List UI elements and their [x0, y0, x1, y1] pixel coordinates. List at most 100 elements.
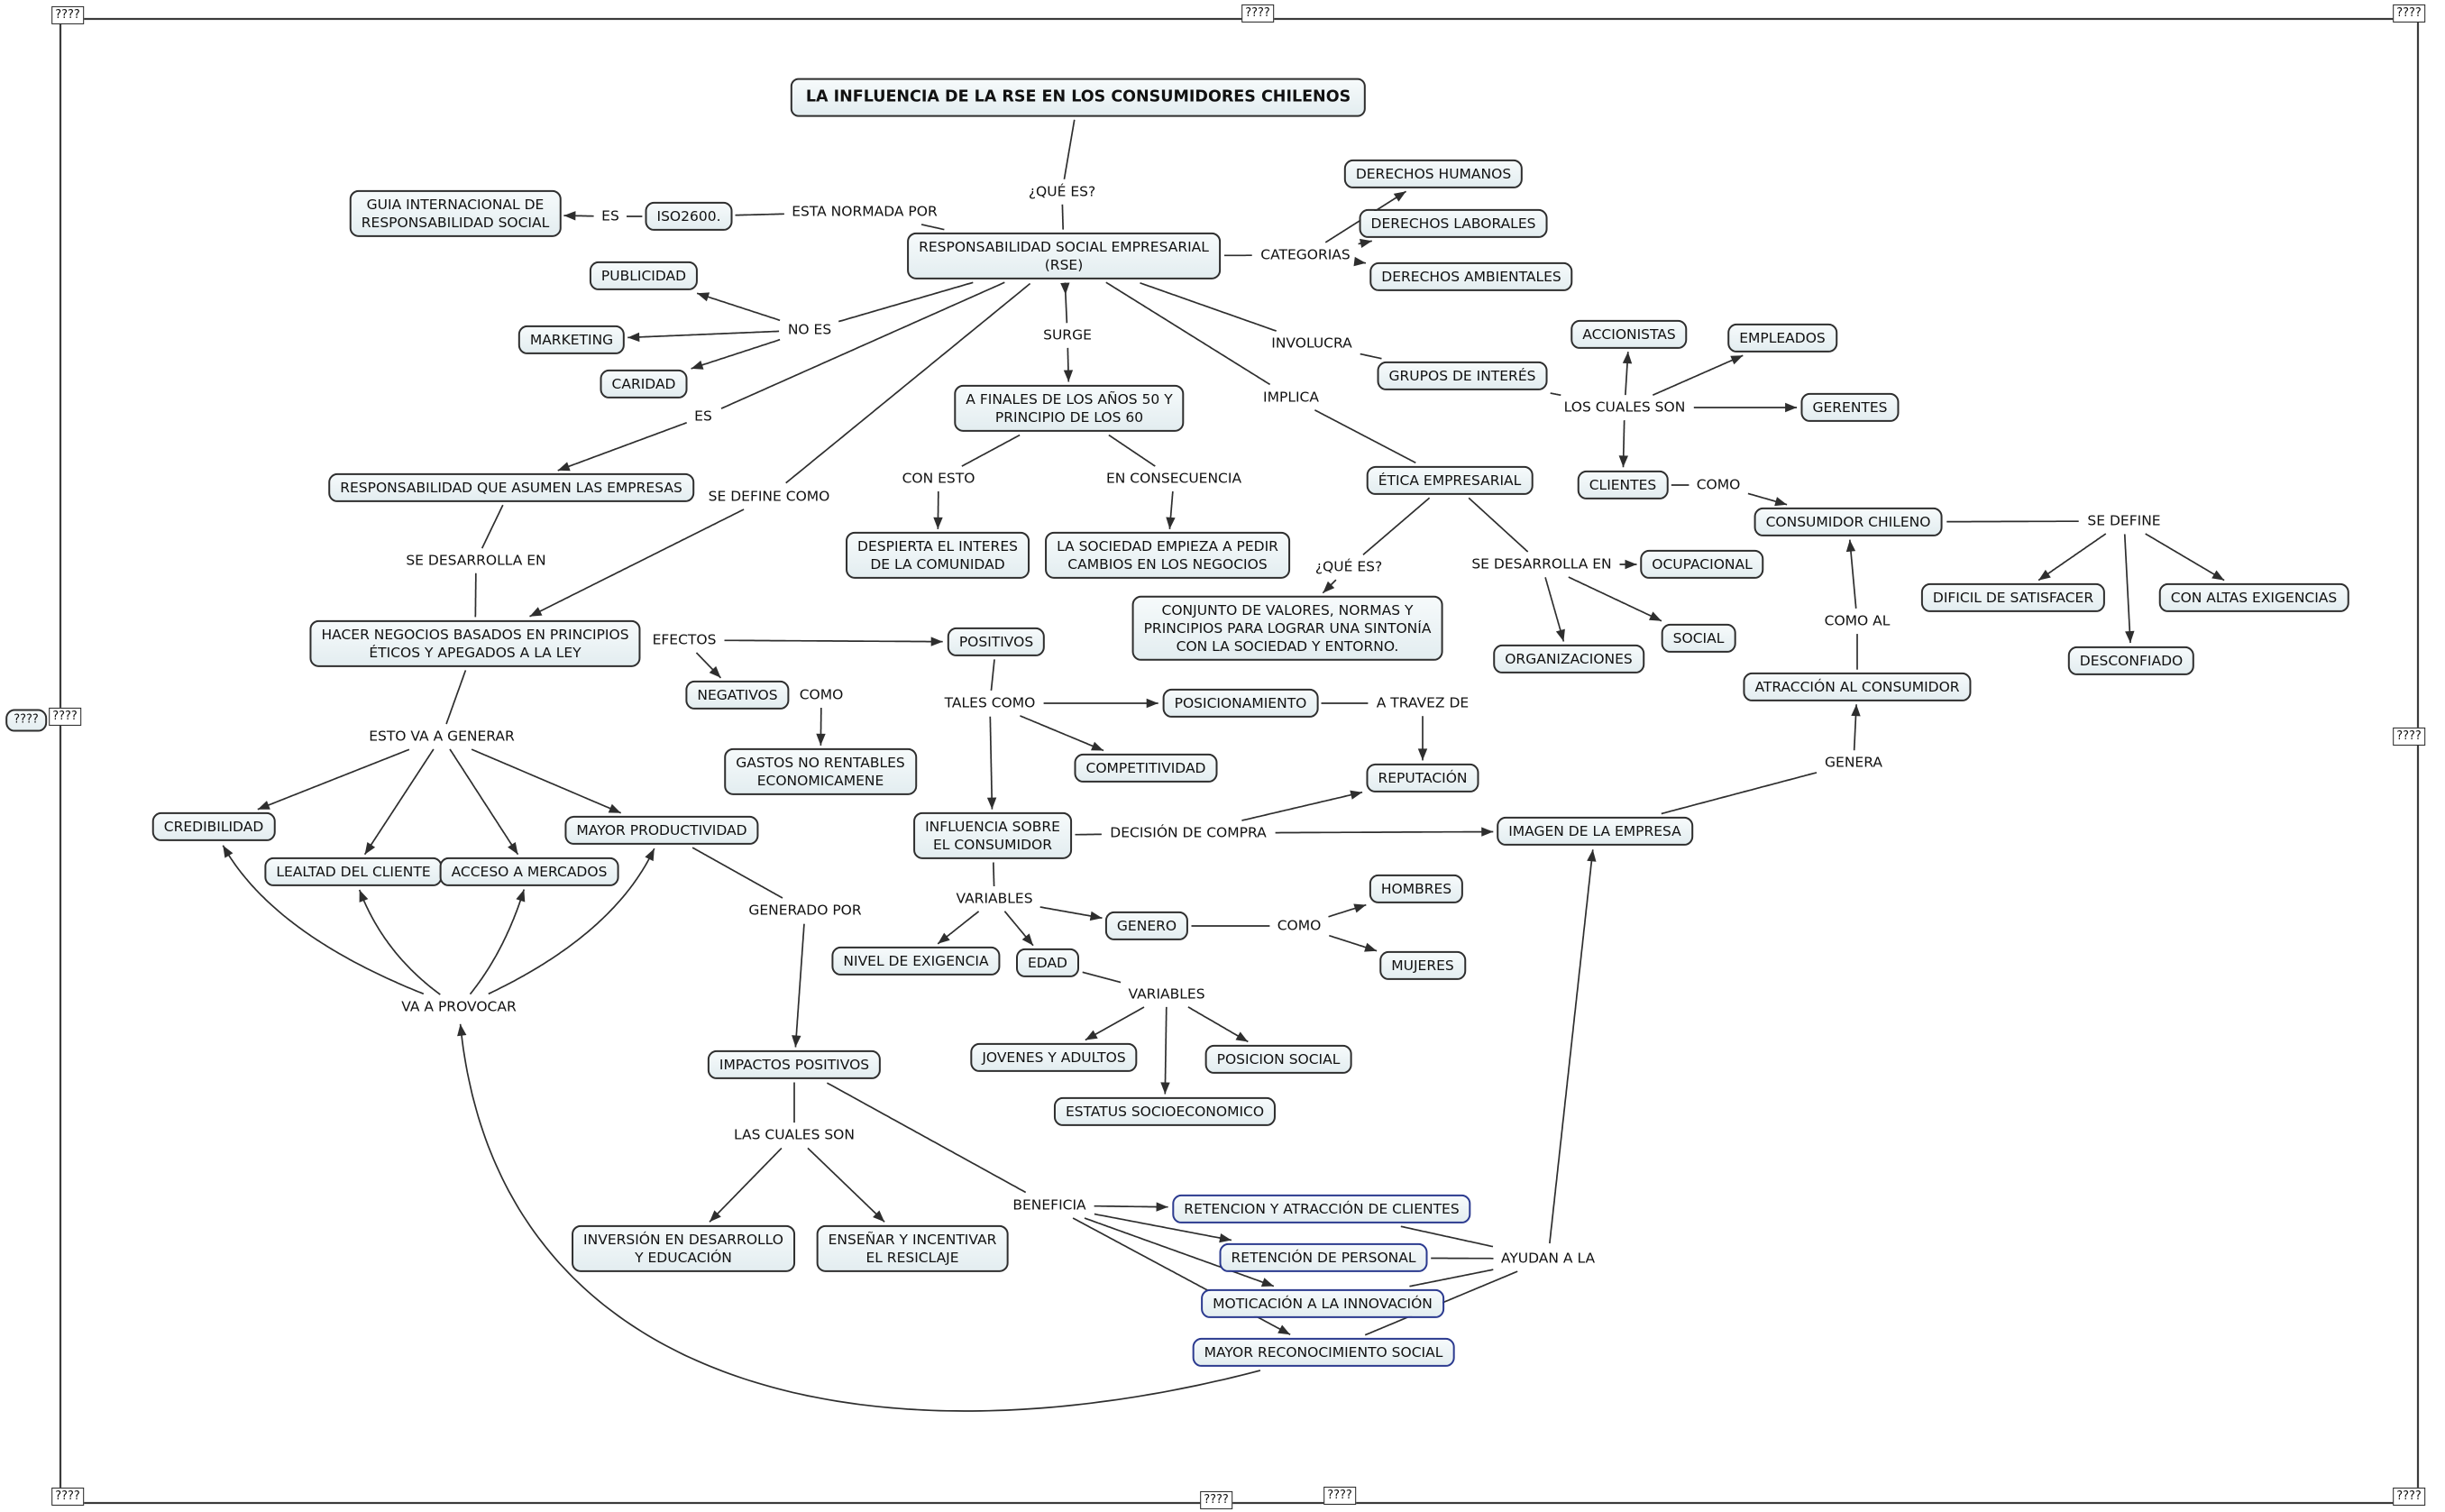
concept-node-clientes[interactable]: CLIENTES [1577, 470, 1669, 500]
concept-node-caridad[interactable]: CARIDAD [600, 369, 688, 399]
link-stub-stub_bc2[interactable]: ???? [1323, 1486, 1356, 1506]
concept-node-retencion2[interactable]: RETENCIÓN DE PERSONAL [1219, 1242, 1428, 1273]
linking-phrase-comoal[interactable]: COMO AL [1824, 612, 1891, 629]
concept-node-dhum[interactable]: DERECHOS HUMANOS [1343, 159, 1524, 189]
concept-node-retencion1[interactable]: RETENCION Y ATRACCIÓN DE CLIENTES [1172, 1194, 1471, 1224]
concept-node-desconfiado[interactable]: DESCONFIADO [2067, 646, 2195, 676]
concept-node-imagen[interactable]: IMAGEN DE LA EMPRESA [1497, 816, 1693, 847]
linking-phrase-categorias[interactable]: CATEGORIAS [1260, 246, 1351, 263]
concept-node-posicion[interactable]: POSICION SOCIAL [1204, 1044, 1352, 1075]
link-stub-stub_tc[interactable]: ???? [1241, 4, 1274, 23]
linking-phrase-como3[interactable]: COMO [1277, 917, 1322, 934]
linking-phrase-genera[interactable]: GENERA [1825, 754, 1882, 771]
concept-node-guia[interactable]: GUIA INTERNACIONAL DE RESPONSABILIDAD SO… [349, 189, 562, 238]
concept-node-accionistas[interactable]: ACCIONISTAS [1570, 319, 1688, 350]
concept-node-dificil[interactable]: DIFICIL DE SATISFACER [1920, 582, 2106, 613]
concept-node-afinales[interactable]: A FINALES DE LOS AÑOS 50 Y PRINCIPIO DE … [954, 384, 1185, 433]
linking-phrase-estanormada[interactable]: ESTA NORMADA POR [792, 203, 938, 220]
concept-node-consumidor[interactable]: CONSUMIDOR CHILENO [1754, 507, 1943, 537]
concept-node-gastos[interactable]: GASTOS NO RENTABLES ECONOMICAMENE [724, 747, 917, 796]
concept-node-despierta[interactable]: DESPIERTA EL INTERES DE LA COMUNIDAD [846, 531, 1030, 580]
concept-node-jovenes[interactable]: JOVENES Y ADULTOS [970, 1042, 1138, 1073]
concept-node-damb[interactable]: DERECHOS AMBIENTALES [1369, 261, 1573, 292]
concept-node-estatus[interactable]: ESTATUS SOCIOECONOMICO [1053, 1096, 1277, 1127]
concept-node-posicionamiento[interactable]: POSICIONAMIENTO [1162, 688, 1319, 719]
concept-node-grupos[interactable]: GRUPOS DE INTERÉS [1377, 361, 1548, 391]
linking-phrase-talescomo[interactable]: TALES COMO [944, 694, 1036, 711]
linking-phrase-beneficia[interactable]: BENEFICIA [1012, 1196, 1086, 1214]
linking-phrase-vaprovocar[interactable]: VA A PROVOCAR [401, 998, 517, 1015]
linking-phrase-conesto[interactable]: CON ESTO [902, 470, 975, 487]
linking-phrase-efectos[interactable]: EFECTOS [652, 631, 717, 648]
link-stub-stub_tr[interactable]: ???? [2393, 4, 2425, 23]
linking-phrase-decision[interactable]: DECISIÓN DE COMPRA [1110, 824, 1267, 841]
concept-node-hombres[interactable]: HOMBRES [1369, 874, 1464, 904]
concept-node-ocupacional[interactable]: OCUPACIONAL [1640, 549, 1764, 580]
linking-phrase-como2[interactable]: COMO [799, 686, 844, 703]
concept-node-edad[interactable]: EDAD [1016, 948, 1079, 978]
concept-node-inversion[interactable]: INVERSIÓN EN DESARROLLO Y EDUCACIÓN [572, 1224, 795, 1273]
concept-node-genero[interactable]: GENERO [1104, 911, 1189, 941]
linking-phrase-variables2[interactable]: VARIABLES [1128, 985, 1205, 1003]
linking-phrase-sedefine[interactable]: SE DEFINE [2087, 512, 2161, 529]
concept-node-acceso[interactable]: ACCESO A MERCADOS [439, 857, 619, 887]
linking-phrase-cualesson[interactable]: LOS CUALES SON [1563, 399, 1686, 416]
linking-phrase-es2[interactable]: ES [694, 408, 712, 425]
concept-node-iso[interactable]: ISO2600. [645, 201, 733, 232]
link-stub-stub_tl[interactable]: ???? [51, 5, 84, 25]
linking-phrase-surge[interactable]: SURGE [1043, 326, 1092, 344]
concept-node-sociedad[interactable]: LA SOCIEDAD EMPIEZA A PEDIR CAMBIOS EN L… [1045, 531, 1290, 580]
concept-node-impactos[interactable]: IMPACTOS POSITIVOS [707, 1049, 882, 1080]
concept-node-respasumen[interactable]: RESPONSABILIDAD QUE ASUMEN LAS EMPRESAS [328, 472, 694, 503]
concept-node-social[interactable]: SOCIAL [1661, 623, 1736, 654]
concept-node-mayorprod[interactable]: MAYOR PRODUCTIVIDAD [564, 815, 759, 846]
concept-node-influencia[interactable]: INFLUENCIA SOBRE EL CONSUMIDOR [913, 811, 1072, 860]
linking-phrase-implica[interactable]: IMPLICA [1263, 389, 1319, 406]
linking-phrase-variables1[interactable]: VARIABLES [956, 890, 1033, 907]
linking-phrase-ayudan[interactable]: AYUDAN A LA [1500, 1250, 1596, 1267]
linking-phrase-noes[interactable]: NO ES [787, 321, 832, 338]
linking-phrase-quees2[interactable]: ¿QUÉ ES? [1314, 558, 1383, 575]
concept-node-conaltas[interactable]: CON ALTAS EXIGENCIAS [2158, 582, 2349, 613]
link-stub-stub_mr[interactable]: ???? [2393, 727, 2425, 747]
concept-node-conjunto[interactable]: CONJUNTO DE VALORES, NORMAS Y PRINCIPIOS… [1131, 595, 1443, 662]
linking-phrase-es1[interactable]: ES [601, 207, 619, 225]
linking-phrase-enconsecuencia[interactable]: EN CONSECUENCIA [1105, 470, 1242, 487]
concept-node-competitividad[interactable]: COMPETITIVIDAD [1074, 753, 1218, 783]
concept-node-gerentes[interactable]: GERENTES [1800, 392, 1900, 423]
concept-node-nivel[interactable]: NIVEL DE EXIGENCIA [831, 946, 1001, 976]
linking-phrase-cualesson2[interactable]: LAS CUALES SON [734, 1126, 855, 1143]
concept-node-publicidad[interactable]: PUBLICIDAD [589, 261, 699, 291]
link-stub-stub_ml[interactable]: ???? [49, 707, 81, 727]
concept-node-positivos[interactable]: POSITIVOS [947, 627, 1046, 657]
linking-phrase-sedesarrolla1[interactable]: SE DESARROLLA EN [406, 552, 546, 569]
linking-phrase-sedefinecomo[interactable]: SE DEFINE COMO [708, 488, 830, 505]
concept-node-mujeres[interactable]: MUJERES [1379, 950, 1466, 981]
concept-node-rse[interactable]: RESPONSABILIDAD SOCIAL EMPRESARIAL (RSE) [907, 232, 1221, 280]
concept-node-lealtad[interactable]: LEALTAD DEL CLIENTE [264, 857, 443, 887]
link-stub-stub_bl[interactable]: ???? [51, 1487, 84, 1507]
concept-node-atraccion[interactable]: ATRACCIÓN AL CONSUMIDOR [1743, 672, 1972, 702]
concept-node-dlab[interactable]: DERECHOS LABORALES [1359, 208, 1548, 239]
linking-phrase-atravez[interactable]: A TRAVEZ DE [1376, 694, 1470, 711]
linking-phrase-sedesarrolla2[interactable]: SE DESARROLLA EN [1471, 555, 1612, 573]
concept-node-etica[interactable]: ÉTICA EMPRESARIAL [1366, 465, 1534, 496]
concept-node-mayorrec[interactable]: MAYOR RECONOCIMIENTO SOCIAL [1192, 1337, 1455, 1368]
concept-node-hacer[interactable]: HACER NEGOCIOS BASADOS EN PRINCIPIOS ÉTI… [309, 619, 641, 668]
concept-node-empleados[interactable]: EMPLEADOS [1727, 323, 1837, 353]
linking-phrase-quees1[interactable]: ¿QUÉ ES? [1028, 183, 1096, 200]
concept-node-marketing[interactable]: MARKETING [517, 325, 626, 355]
concept-node-negativos[interactable]: NEGATIVOS [685, 680, 790, 710]
concept-node-credibilidad[interactable]: CREDIBILIDAD [151, 811, 276, 842]
linking-phrase-estogenerar[interactable]: ESTO VA A GENERAR [369, 728, 515, 745]
linking-phrase-involucra[interactable]: INVOLUCRA [1271, 334, 1352, 352]
concept-node-title[interactable]: LA INFLUENCIA DE LA RSE EN LOS CONSUMIDO… [790, 78, 1367, 117]
link-stub-stub_bc1[interactable]: ???? [1200, 1490, 1232, 1510]
concept-node-organizaciones[interactable]: ORGANIZACIONES [1493, 644, 1644, 674]
linking-phrase-como1[interactable]: COMO [1696, 476, 1741, 493]
link-stub-stub_ml_round[interactable]: ???? [5, 709, 47, 732]
link-stub-stub_br[interactable]: ???? [2393, 1487, 2425, 1507]
concept-node-reputacion[interactable]: REPUTACIÓN [1366, 763, 1479, 793]
concept-node-ensenar[interactable]: ENSEÑAR Y INCENTIVAR EL RESICLAJE [816, 1224, 1009, 1273]
linking-phrase-generadopor[interactable]: GENERADO POR [748, 902, 862, 919]
